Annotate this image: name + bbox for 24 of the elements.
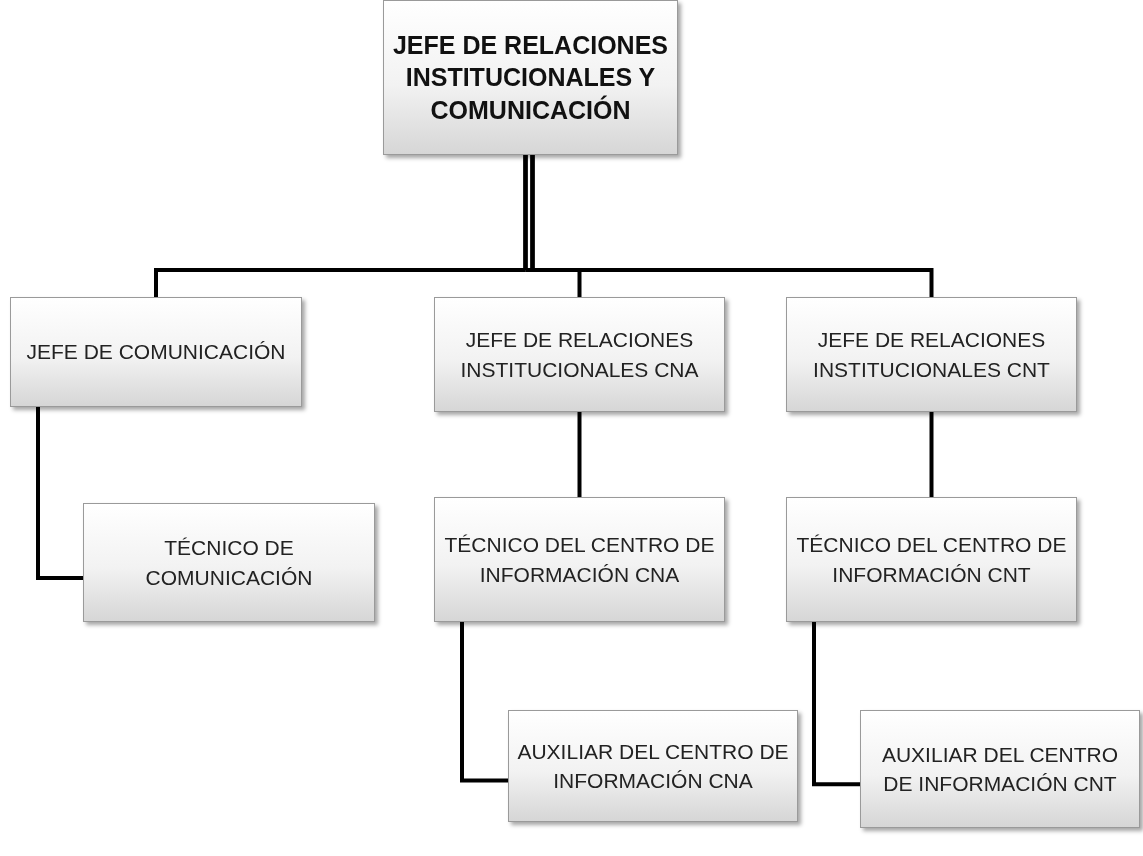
connector-line — [929, 412, 934, 497]
connector-line — [812, 622, 860, 787]
org-box — [383, 0, 678, 155]
org-box — [434, 497, 725, 622]
org-box — [434, 297, 725, 412]
connector-line — [523, 153, 934, 299]
position-title: TÉCNICO DE COMUNICACIÓN — [144, 535, 314, 591]
org-box — [786, 497, 1077, 622]
position-title: AUXILIAR DEL CENTRO DE INFORMACIÓN CNA — [516, 738, 790, 794]
org-box — [508, 710, 798, 822]
org-box — [860, 710, 1140, 828]
position-title: JEFE DE COMUNICACIÓN — [25, 339, 287, 366]
connector-line — [577, 412, 582, 497]
org-box — [786, 297, 1077, 412]
connector-line — [460, 622, 508, 783]
org-box — [83, 503, 375, 622]
position-title: TÉCNICO DEL CENTRO DE INFORMACIÓN CNT — [795, 532, 1068, 588]
connector-line — [36, 407, 83, 580]
position-title: JEFE DE RELACIONES INSTITUCIONALES Y COMUNICACIÓN — [391, 29, 670, 126]
position-title: JEFE DE RELACIONES INSTITUCIONALES CNT — [812, 327, 1051, 383]
position-title: AUXILIAR DEL CENTRO DE INFORMACIÓN CNT — [880, 741, 1120, 797]
org-box — [10, 297, 302, 407]
position-title: JEFE DE RELACIONES INSTITUCIONALES CNA — [459, 327, 700, 383]
position-title: TÉCNICO DEL CENTRO DE INFORMACIÓN CNA — [443, 532, 716, 588]
